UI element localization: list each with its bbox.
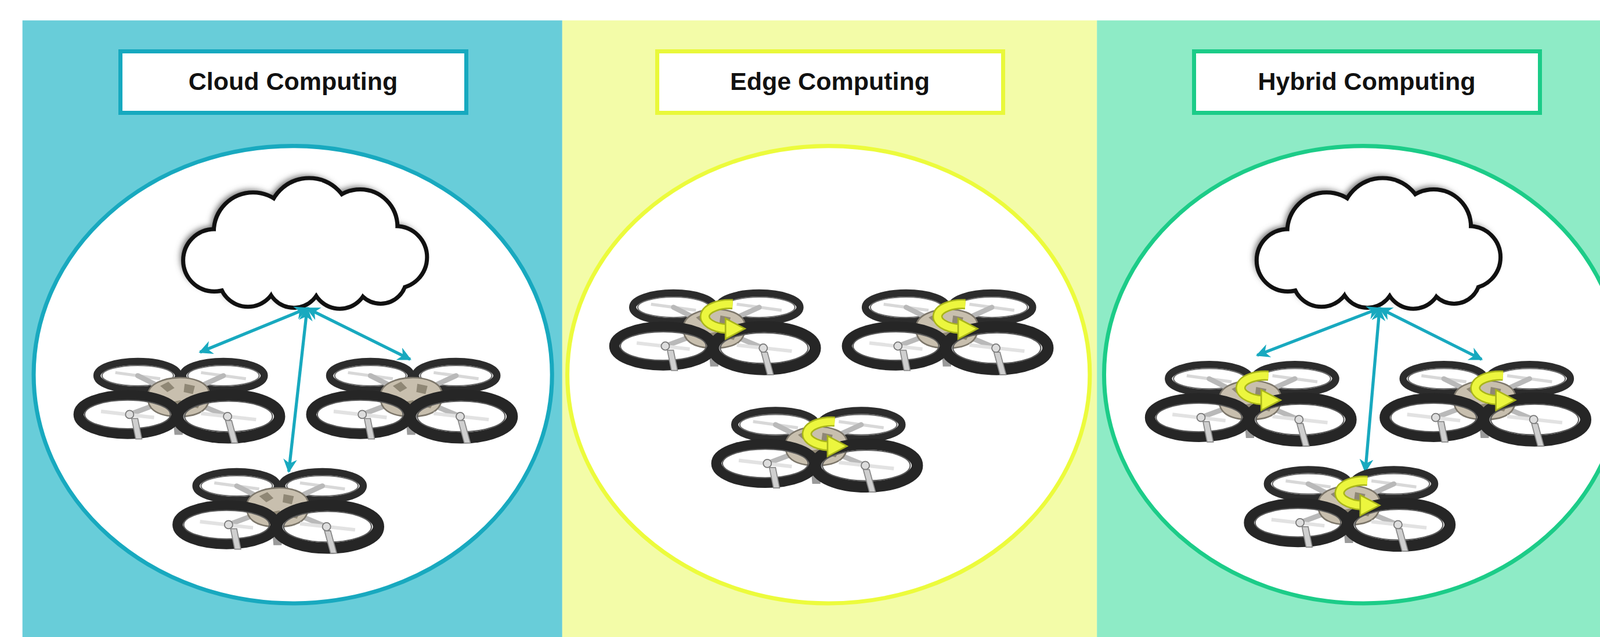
title-box: Edge Computing (655, 49, 1006, 115)
title-box: Hybrid Computing (1192, 49, 1542, 115)
title-box: Cloud Computing (118, 49, 469, 115)
title-text: Hybrid Computing (1257, 67, 1476, 96)
title-text: Edge Computing (730, 67, 930, 96)
title-text: Cloud Computing (188, 67, 399, 96)
